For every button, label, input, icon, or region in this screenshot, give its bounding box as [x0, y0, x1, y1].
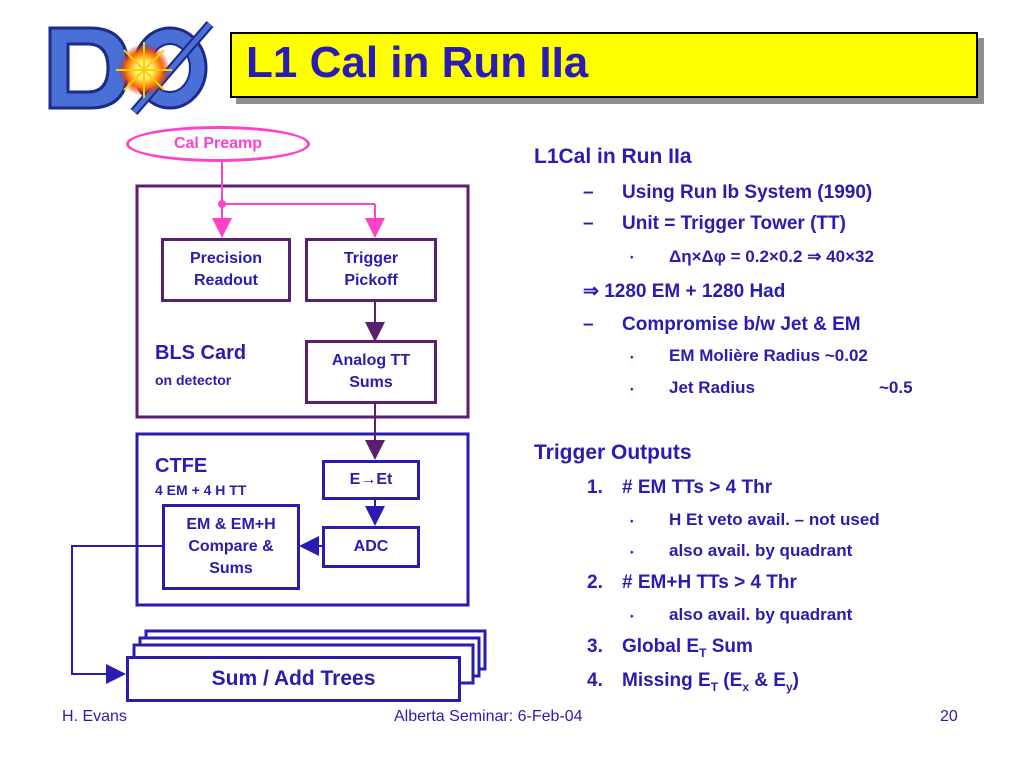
diamond-bullet: ⬩ — [630, 384, 634, 395]
out-global-et: Global ET Sum — [622, 636, 753, 660]
footer-event: Alberta Seminar: 6-Feb-04 — [394, 708, 583, 725]
cal-preamp-label: Cal Preamp — [173, 135, 263, 152]
out-global-et-post: Sum — [706, 636, 753, 657]
diamond-bullet: ⬩ — [630, 547, 634, 558]
precision-readout-block: Precision Readout — [161, 238, 291, 302]
item-eta-phi: Δη×Δφ = 0.2×0.2 ⇒ 40×32 — [669, 247, 874, 266]
title-box: L1 Cal in Run IIa — [230, 32, 978, 98]
diamond-bullet: ⬩ — [630, 352, 634, 363]
item-1280: ⇒ 1280 EM + 1280 Had — [583, 281, 786, 302]
out-global-et-sub: T — [699, 645, 707, 660]
out-quadrant-1: also avail. by quadrant — [669, 541, 853, 560]
d0-logo — [48, 21, 214, 115]
out-quadrant-2: also avail. by quadrant — [669, 605, 853, 624]
analog-tt-sums-block: Analog TT Sums — [305, 340, 437, 404]
out-missing-et: Missing ET (Ex & Ey) — [622, 670, 799, 694]
item-jet-radius-label: Jet Radius — [669, 378, 755, 397]
out-missing-et-mid2: & E — [749, 670, 786, 691]
num-1: 1. — [587, 477, 603, 498]
trigger-pickoff-label: Trigger Pickoff — [343, 250, 399, 289]
bls-card-box — [135, 184, 470, 419]
out-missing-et-suby: y — [785, 679, 793, 694]
adc-block: ADC — [322, 526, 420, 568]
out-h-et-veto: H Et veto avail. – not used — [669, 510, 880, 529]
bls-card-label: BLS Card — [155, 342, 247, 364]
out-missing-et-subx: x — [742, 679, 749, 694]
dash-bullet: – — [583, 314, 594, 335]
out-emh-tts: # EM+H TTs > 4 Thr — [622, 572, 797, 593]
item-compromise: Compromise b/w Jet & EM — [622, 314, 861, 335]
out-missing-et-mid1: (E — [718, 670, 743, 691]
footer-author: H. Evans — [62, 708, 127, 725]
item-moliere: EM Molière Radius ~0.02 — [669, 346, 868, 365]
e-to-et-label: E→Et — [349, 471, 393, 488]
out-global-et-pre: Global E — [622, 636, 700, 657]
em-compare-block: EM & EM+H Compare & Sums — [162, 504, 300, 590]
item-jet-radius-value: ~0.5 — [879, 378, 913, 397]
diamond-bullet: ⬩ — [630, 516, 634, 527]
precision-readout-label: Precision Readout — [189, 250, 263, 289]
dash-bullet: – — [583, 182, 594, 203]
out-missing-et-sub: T — [710, 679, 719, 694]
bls-card-sublabel: on detector — [155, 372, 232, 388]
ctfe-sublabel: 4 EM + 4 H TT — [155, 482, 247, 498]
num-4: 4. — [587, 670, 603, 691]
page-title: L1 Cal in Run IIa — [246, 38, 589, 87]
item-trigger-tower: Unit = Trigger Tower (TT) — [622, 213, 846, 234]
cal-preamp-node: Cal Preamp — [126, 126, 310, 162]
e-to-et-block: E→Et — [322, 460, 420, 500]
ctfe-label: CTFE — [155, 455, 208, 477]
item-run-ib: Using Run Ib System (1990) — [622, 182, 873, 203]
out-missing-et-post: ) — [792, 670, 799, 691]
diamond-bullet: ⬩ — [630, 611, 634, 622]
dash-bullet: – — [583, 213, 594, 234]
em-compare-label: EM & EM+H Compare & Sums — [186, 516, 276, 577]
trigger-pickoff-block: Trigger Pickoff — [305, 238, 437, 302]
heading-trigger-outputs: Trigger Outputs — [534, 441, 692, 464]
num-3: 3. — [587, 636, 603, 657]
ctfe-box — [135, 432, 470, 607]
out-missing-et-pre: Missing E — [622, 670, 711, 691]
adc-label: ADC — [353, 538, 389, 555]
heading-l1cal: L1Cal in Run IIa — [534, 145, 692, 168]
out-em-tts: # EM TTs > 4 Thr — [622, 477, 773, 498]
num-2: 2. — [587, 572, 603, 593]
analog-tt-sums-label: Analog TT Sums — [331, 352, 411, 391]
sum-add-trees-block: Sum / Add Trees — [126, 656, 461, 702]
sum-add-trees-label: Sum / Add Trees — [211, 667, 376, 690]
footer-page-number: 20 — [940, 708, 958, 725]
diamond-bullet: ⬩ — [630, 252, 634, 263]
